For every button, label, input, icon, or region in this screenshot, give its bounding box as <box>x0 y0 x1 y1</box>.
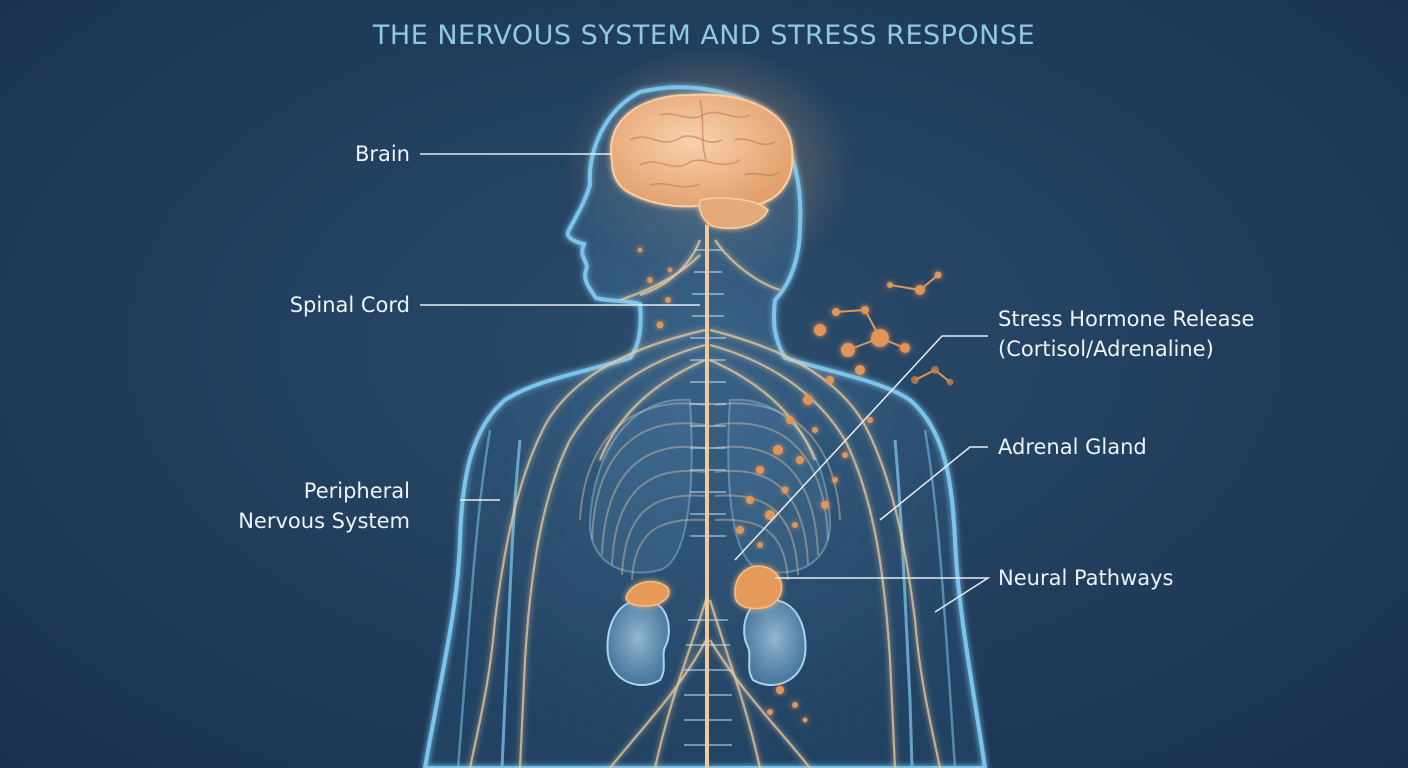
stress-hormone-release-label: Stress Hormone Release (Cortisol/Adrenal… <box>998 304 1254 364</box>
neural-pathways <box>468 239 942 768</box>
arm-outline-left <box>456 429 492 768</box>
adrenal-gland-left <box>625 580 670 607</box>
peripheral-label-line1: Peripheral <box>303 479 410 503</box>
leader-line-adrenal <box>879 446 988 521</box>
adrenal-gland-right <box>734 565 783 610</box>
brain-label: Brain <box>354 142 410 166</box>
peripheral-nervous-system-label: Peripheral Nervous System <box>210 476 410 536</box>
lung-right <box>727 398 832 574</box>
stress-label-line1: Stress Hormone Release <box>998 307 1255 331</box>
spinal-cord <box>700 224 713 768</box>
spinal-cord-label: Spinal Cord <box>289 293 410 317</box>
lung-left <box>588 398 693 574</box>
adrenal-gland-label: Adrenal Gland <box>998 435 1147 459</box>
peripheral-label-line2: Nervous System <box>238 509 410 533</box>
torso-outline-left <box>500 439 522 768</box>
torso-outline-right <box>893 439 914 768</box>
leader-line-stress-hormone <box>734 335 988 561</box>
kidney-right <box>743 598 807 686</box>
kidney-left <box>606 598 670 686</box>
hormone-particles <box>637 247 942 723</box>
brain <box>610 93 794 229</box>
molecule-cluster <box>835 274 951 383</box>
neural-pathways-label: Neural Pathways <box>998 566 1174 590</box>
stress-label-line2: (Cortisol/Adrenaline) <box>998 337 1214 361</box>
vertebrae <box>684 249 732 746</box>
leader-line-neural-pathways <box>775 577 991 613</box>
leader-lines <box>420 153 991 613</box>
